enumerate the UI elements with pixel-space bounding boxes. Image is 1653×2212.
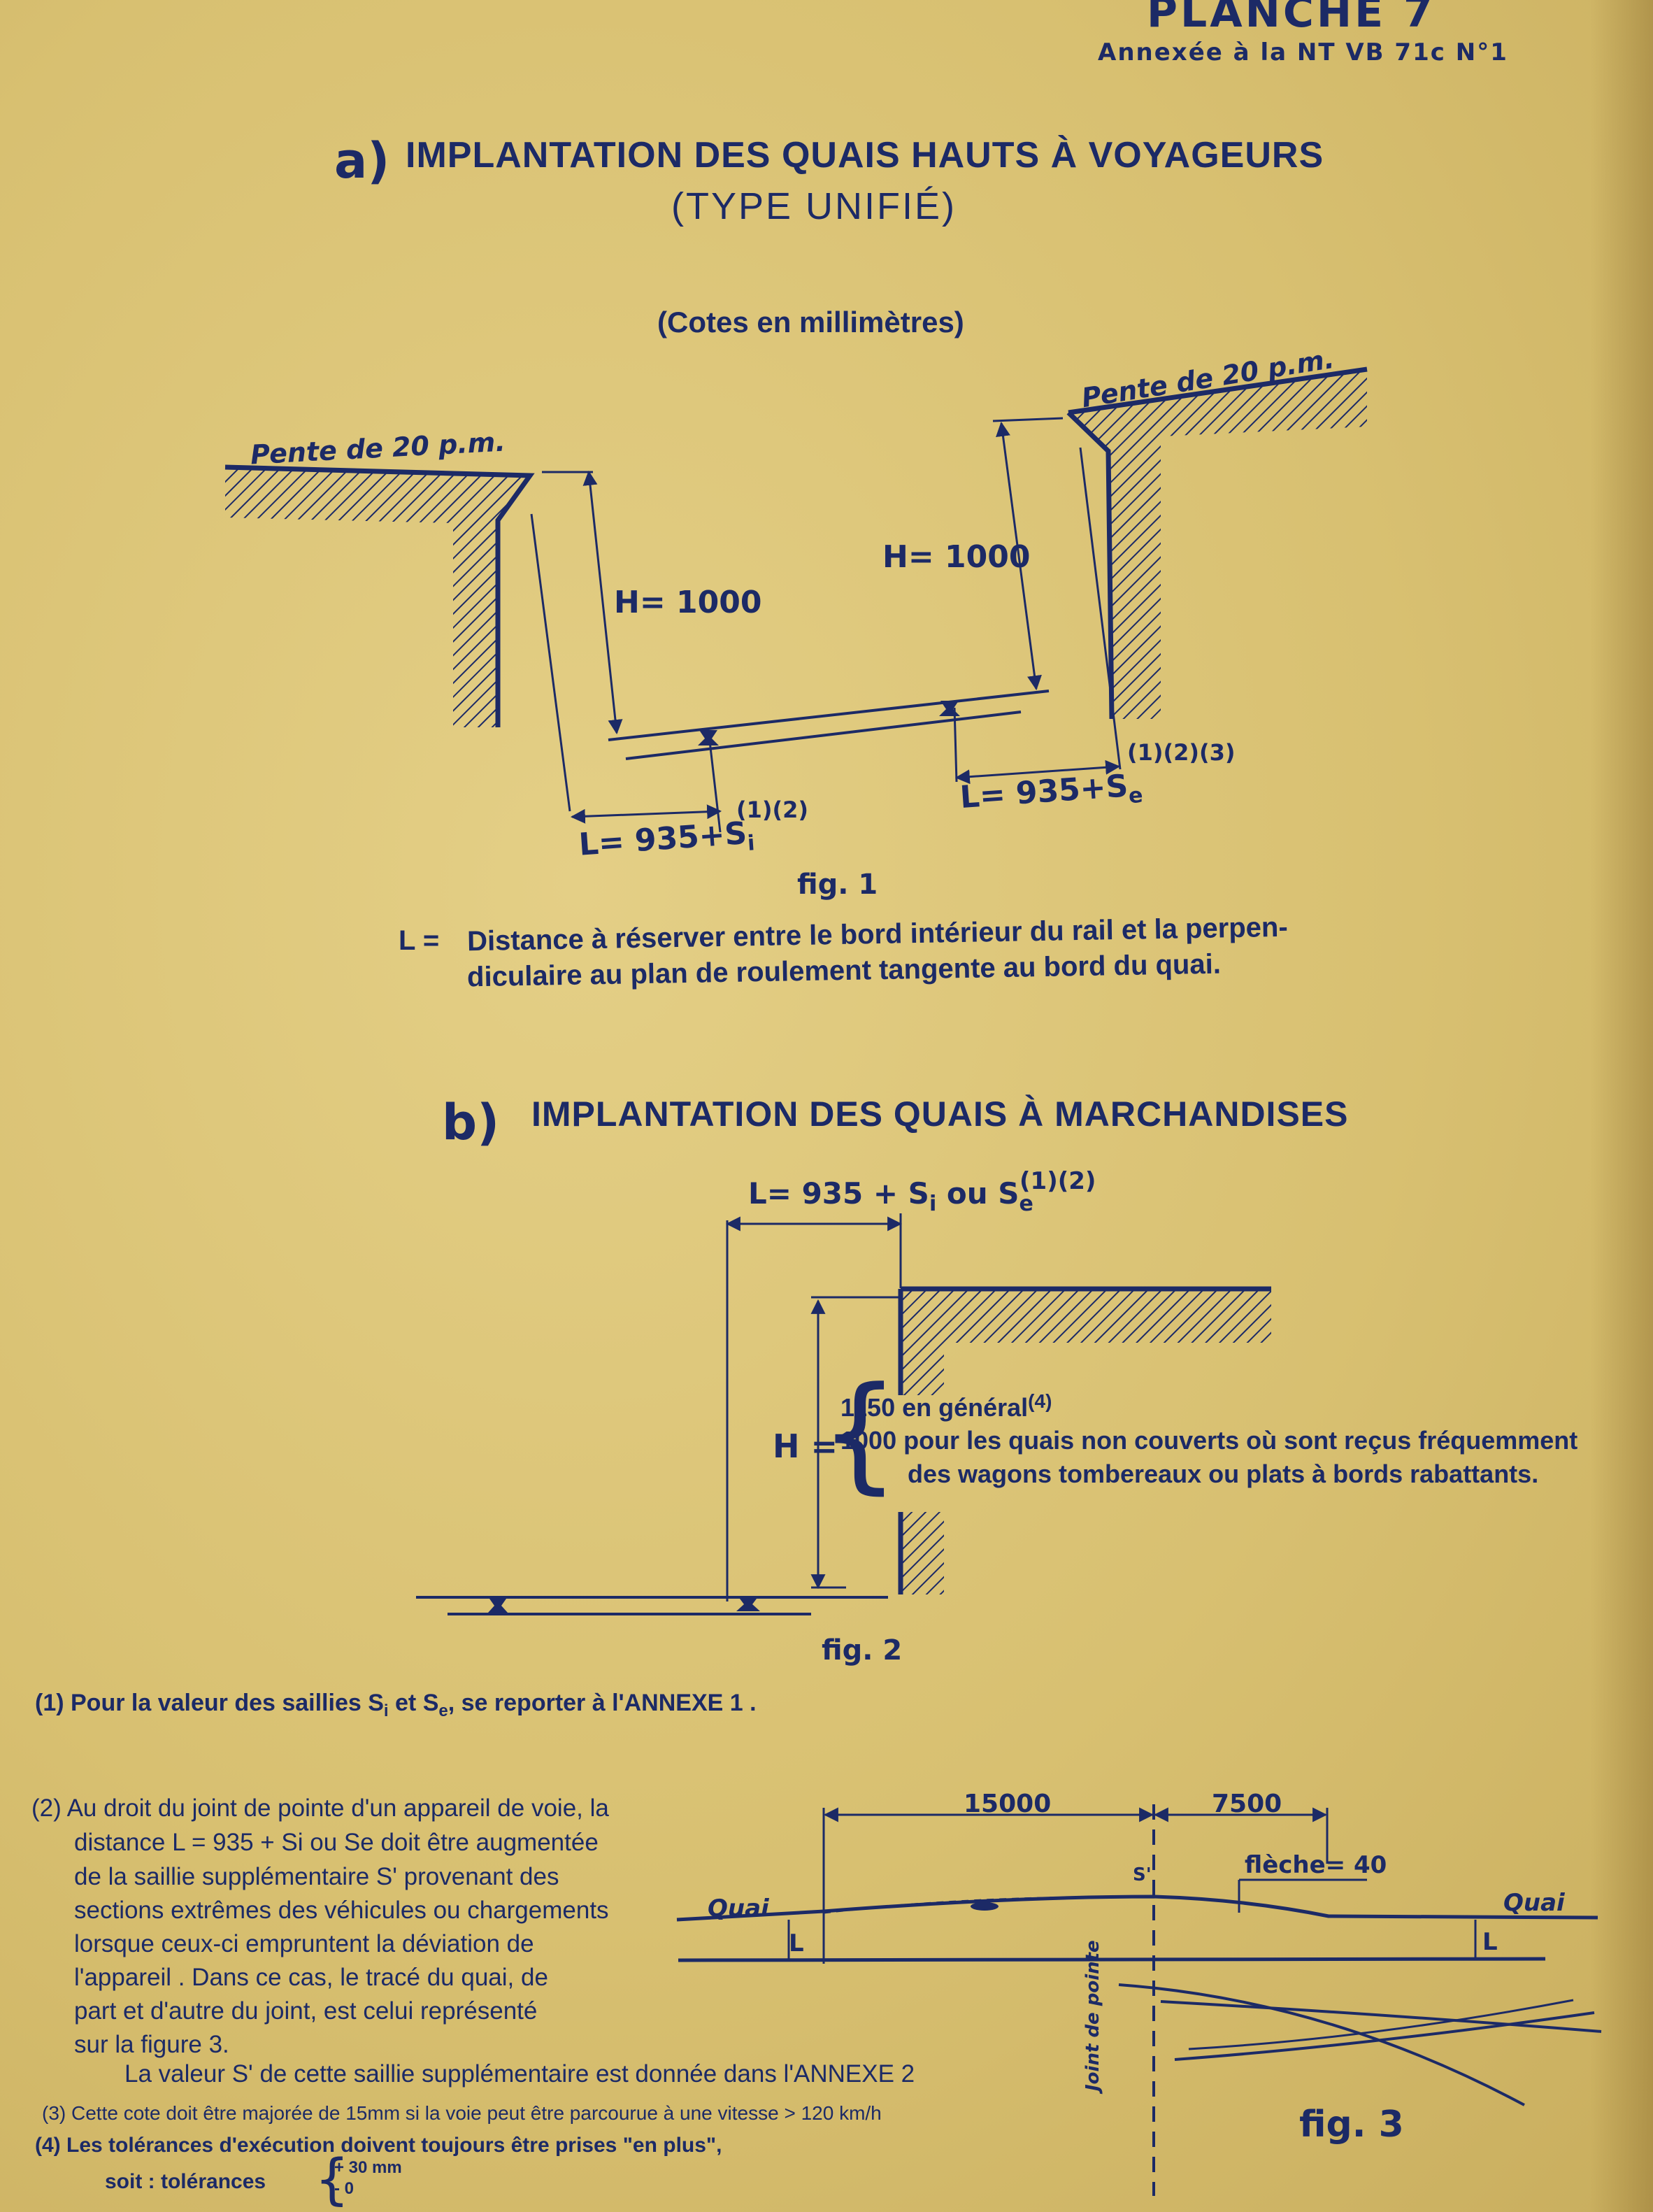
fig1-track	[608, 690, 1050, 760]
note-2-line-3: de la saillie supplémentaire S' provenan…	[74, 1863, 559, 1890]
legend-key: L =	[399, 925, 440, 956]
fig2-track	[416, 1596, 888, 1615]
fig2-h-option-1-text: 1150 en général	[840, 1393, 1029, 1422]
fig3-caption: fig. 3	[1299, 2104, 1404, 2146]
note-2-line-6: l'appareil . Dans ce cas, le tracé du qu…	[74, 1964, 548, 1991]
note-4: (4) Les tolérances d'exécution doivent t…	[35, 2134, 722, 2157]
fig2-dimension-l-text: L= 935 + S	[748, 1176, 929, 1211]
note-2-line-8: sur la figure 3.	[74, 2031, 229, 2058]
page-edge-shadow	[1590, 0, 1653, 2212]
fig1-dimensions	[530, 417, 1122, 833]
fig2-brace: {	[820, 1360, 900, 1506]
fig2-h-option-3: des wagons tombereaux ou plats à bords r…	[908, 1460, 1539, 1488]
note-4-tolerance-label: soit : tolérances	[105, 2170, 266, 2193]
fig2-dimensions	[725, 1213, 903, 1601]
note-2-extra: La valeur S' de cette saillie supplément…	[124, 2060, 915, 2088]
fig2-dimension-l-sub2: e	[1019, 1192, 1033, 1216]
tolerance-brace: {	[315, 2148, 350, 2211]
tolerance-minus: - 0	[334, 2179, 355, 2198]
note-1-a: (1) Pour la valeur des saillies S	[35, 1690, 384, 1716]
note-1-sub1: i	[383, 1701, 389, 1720]
note-1-c: , se reporter à l'ANNEXE 1 .	[448, 1690, 757, 1716]
note-1-b: et S	[388, 1690, 439, 1716]
note-2-line-5: lorsque ceux-ci empruntent la déviation …	[74, 1930, 534, 1957]
fig2-platform	[898, 1286, 1271, 1594]
dimension-l-right-notes: (1)(2)(3)	[1127, 739, 1236, 766]
dimension-l-left-notes: (1)(2)	[736, 797, 809, 823]
fig3-l-right: L	[1482, 1928, 1498, 1956]
fig3-fleche: flèche= 40	[1245, 1851, 1387, 1879]
fig2-h-option-1-note: (4)	[1028, 1390, 1052, 1412]
section-b-letter: b)	[442, 1094, 500, 1151]
note-2-line-2: distance L = 935 + Si ou Se doit être au…	[74, 1829, 599, 1856]
note-1: (1) Pour la valeur des saillies Si et Se…	[35, 1691, 757, 1720]
note-1-sub2: e	[438, 1701, 448, 1720]
fig2-dimension-l-notes: (1)(2)	[1019, 1167, 1096, 1195]
fig2-h-option-2: 1000 pour les quais non couverts où sont…	[840, 1426, 1578, 1455]
fig1-caption: fig. 1	[797, 869, 878, 901]
fig2-dimension-l-sub1: i	[929, 1192, 937, 1216]
fig3-platform-edge	[676, 1895, 1598, 1960]
section-a-subtitle: (TYPE UNIFIÉ)	[671, 185, 957, 227]
section-a-letter: a)	[334, 132, 390, 190]
fig2-dimension-l-mid: ou S	[936, 1176, 1019, 1211]
note-2-line-1: (2) Au droit du joint de pointe d'un app…	[31, 1794, 609, 1822]
note-2-line-7: part et d'autre du joint, est celui repr…	[74, 1997, 538, 2025]
plate-title: PLANCHE 7	[1147, 0, 1436, 37]
fig2-caption: fig. 2	[822, 1634, 903, 1667]
fig3-s-prime: S'	[1133, 1864, 1152, 1885]
fig3-track	[678, 1957, 1602, 2106]
fig3-quai-right: Quai	[1503, 1889, 1565, 1917]
fig3-dimensions	[822, 1807, 1367, 1964]
fig1-left-platform	[224, 464, 535, 727]
fig3-l-left: L	[789, 1929, 804, 1957]
annex-reference: Annexée à la NT VB 71c N°1	[1098, 38, 1508, 66]
units-note: (Cotes en millimètres)	[657, 306, 964, 338]
fig2-h-key: H =	[773, 1427, 838, 1465]
height-label-left: H= 1000	[614, 585, 762, 620]
section-b-title: IMPLANTATION DES QUAIS À MARCHANDISES	[531, 1094, 1349, 1134]
note-3: (3) Cette cote doit être majorée de 15mm…	[42, 2102, 882, 2124]
note-2-line-4: sections extrêmes des véhicules ou charg…	[74, 1897, 609, 1924]
section-a-title: IMPLANTATION DES QUAIS HAUTS À VOYAGEURS	[406, 135, 1324, 176]
fig2-h-option-1: 1150 en général(4)	[840, 1392, 1052, 1420]
fig2-dimension-l: L= 935 + Si ou Se	[748, 1179, 1033, 1215]
tolerance-plus: + 30 mm	[334, 2158, 402, 2177]
fig1-right-platform	[1066, 366, 1368, 720]
